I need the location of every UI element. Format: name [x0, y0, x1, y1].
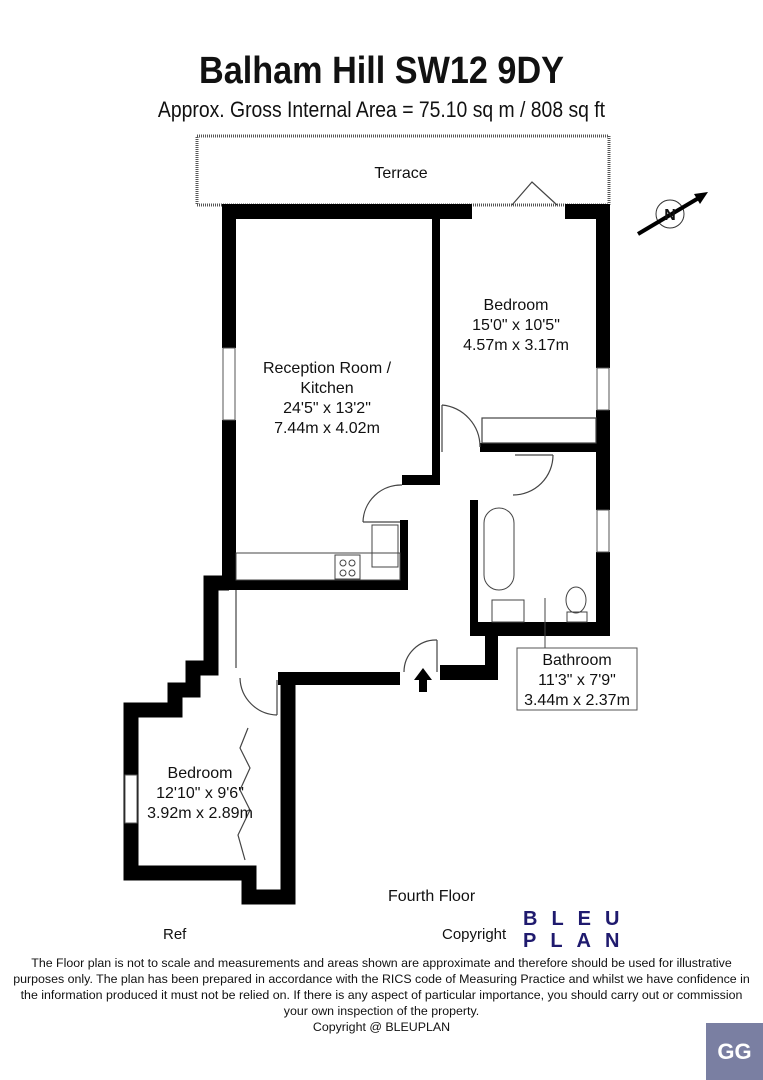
bathroom-label: Bathroom: [542, 652, 611, 669]
windows: [124, 347, 610, 824]
bedroom1-metric: 4.57m x 3.17m: [463, 337, 569, 354]
entrance-arrow-icon: [414, 668, 432, 692]
reception-imperial: 24'5" x 13'2": [283, 400, 371, 417]
logo-line-1: BLEU: [523, 908, 634, 930]
bedroom2-label: Bedroom: [168, 765, 233, 782]
copyright-label: Copyright: [442, 926, 507, 943]
bathroom-label-box: [516, 647, 638, 711]
svg-text:N: N: [664, 207, 676, 224]
disclaimer-text: The Floor plan is not to scale and measu…: [13, 956, 750, 1018]
agent-badge-logo: GG: [706, 1023, 763, 1080]
reception-metric: 7.44m x 4.02m: [274, 420, 380, 437]
west-wing-wall: [123, 575, 296, 905]
bedroom1-label: Bedroom: [484, 297, 549, 314]
bedroom1-imperial: 15'0" x 10'5": [472, 317, 560, 334]
doors: [235, 181, 597, 861]
ref-label: Ref: [163, 926, 187, 943]
bedroom2-imperial: 12'10" x 9'6": [156, 785, 244, 802]
logo-line-2: PLAN: [523, 930, 634, 952]
fixtures: [235, 507, 588, 623]
north-compass-icon: N: [636, 192, 708, 236]
bedroom2-metric: 3.92m x 2.89m: [147, 805, 253, 822]
bathroom-imperial: 11'3" x 7'9": [538, 672, 616, 689]
reception-label-2: Kitchen: [300, 380, 353, 397]
reception-label: Reception Room /: [263, 360, 392, 377]
walls: [222, 204, 610, 685]
copyright-line: Copyright @ BLEUPLAN: [312, 1020, 451, 1034]
page-title: Balham Hill SW12 9DY: [199, 50, 564, 92]
floor-label: Fourth Floor: [388, 888, 476, 905]
bathroom-metric: 3.44m x 2.37m: [524, 692, 630, 709]
bleuplan-logo: BLEU PLAN: [523, 908, 633, 952]
terrace-label: Terrace: [374, 165, 427, 182]
disclaimer: The Floor plan is not to scale and measu…: [10, 955, 753, 1035]
area-subtitle: Approx. Gross Internal Area = 75.10 sq m…: [157, 97, 606, 122]
